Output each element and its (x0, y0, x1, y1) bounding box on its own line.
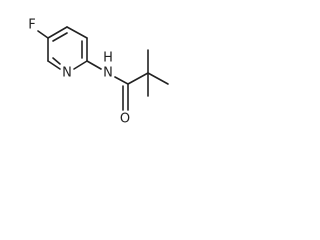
bond-amide-nitrogen-carbonyl-carbon (114, 76, 129, 85)
ring-bond-n1-c6 (47, 60, 61, 70)
bond-quaternary-right-methyl (147, 72, 169, 85)
atom-fluorine: F (28, 18, 35, 33)
atom-amide-nitrogen: N (103, 66, 113, 81)
structure-canvas: F N H N O (0, 0, 190, 144)
ring-double-bond-n1-c6 (52, 57, 61, 65)
atom-ring-nitrogen: N (62, 66, 72, 81)
ring-bond-c5-c4 (47, 26, 68, 39)
bond-carbonyl-quaternary-carbon (127, 72, 149, 85)
atom-amide-nitrogen-hydrogen: H (103, 51, 113, 66)
ring-double-bond-c5-c4 (52, 32, 68, 42)
bond-c5-fluorine (37, 30, 49, 39)
chemical-structure: F N H N O (28, 18, 169, 127)
ring-bond-c4-c3 (66, 26, 88, 39)
ring-bond-c2-n1 (73, 60, 88, 70)
bond-c2-amide-nitrogen (86, 60, 102, 70)
atom-carbonyl-oxygen: O (120, 112, 130, 127)
